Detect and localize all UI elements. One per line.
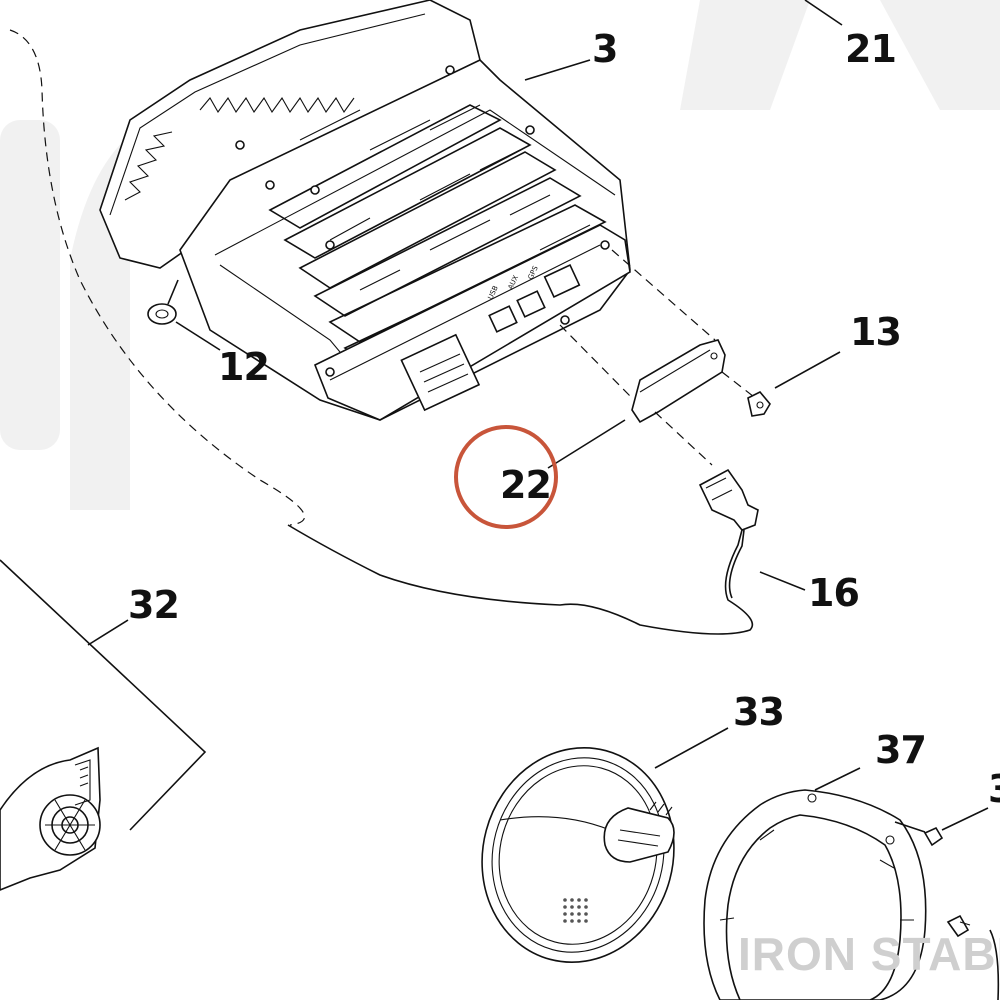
- bracket-part-32: [0, 559, 207, 891]
- watermark-brand: IRON STABLE: [738, 928, 1000, 980]
- callout-12: 12: [218, 345, 269, 389]
- screw-part-13: [747, 351, 841, 417]
- highlight-circle: [454, 425, 558, 529]
- callout-21: 21: [845, 27, 896, 71]
- ring-part-37: [703, 767, 927, 1000]
- callout-3: 3: [592, 27, 617, 71]
- dashed-guide-3: [654, 411, 713, 466]
- callout-32: 32: [128, 583, 179, 627]
- callout-22: 22: [500, 463, 551, 507]
- callout-3-partial: 3: [988, 767, 1000, 811]
- grommet-part-12: [147, 279, 221, 351]
- dashed-guide-1: [559, 324, 633, 399]
- dashed-outline-left: [9, 29, 305, 526]
- screw-right-lower: [946, 914, 971, 938]
- callout-37: 37: [875, 728, 926, 772]
- callout-16: 16: [808, 571, 859, 615]
- callout-13: 13: [850, 310, 901, 354]
- cable-part-16: [287, 468, 806, 635]
- bracket-part-22: [547, 339, 726, 469]
- module-assembly: USB AUX GPS: [99, 0, 631, 421]
- callout-33: 33: [733, 690, 784, 734]
- partial-ring-right: [989, 929, 1000, 1000]
- dashed-guide-2: [611, 249, 716, 341]
- screw-right-upper: [894, 807, 989, 847]
- ring-part-33: [481, 727, 729, 963]
